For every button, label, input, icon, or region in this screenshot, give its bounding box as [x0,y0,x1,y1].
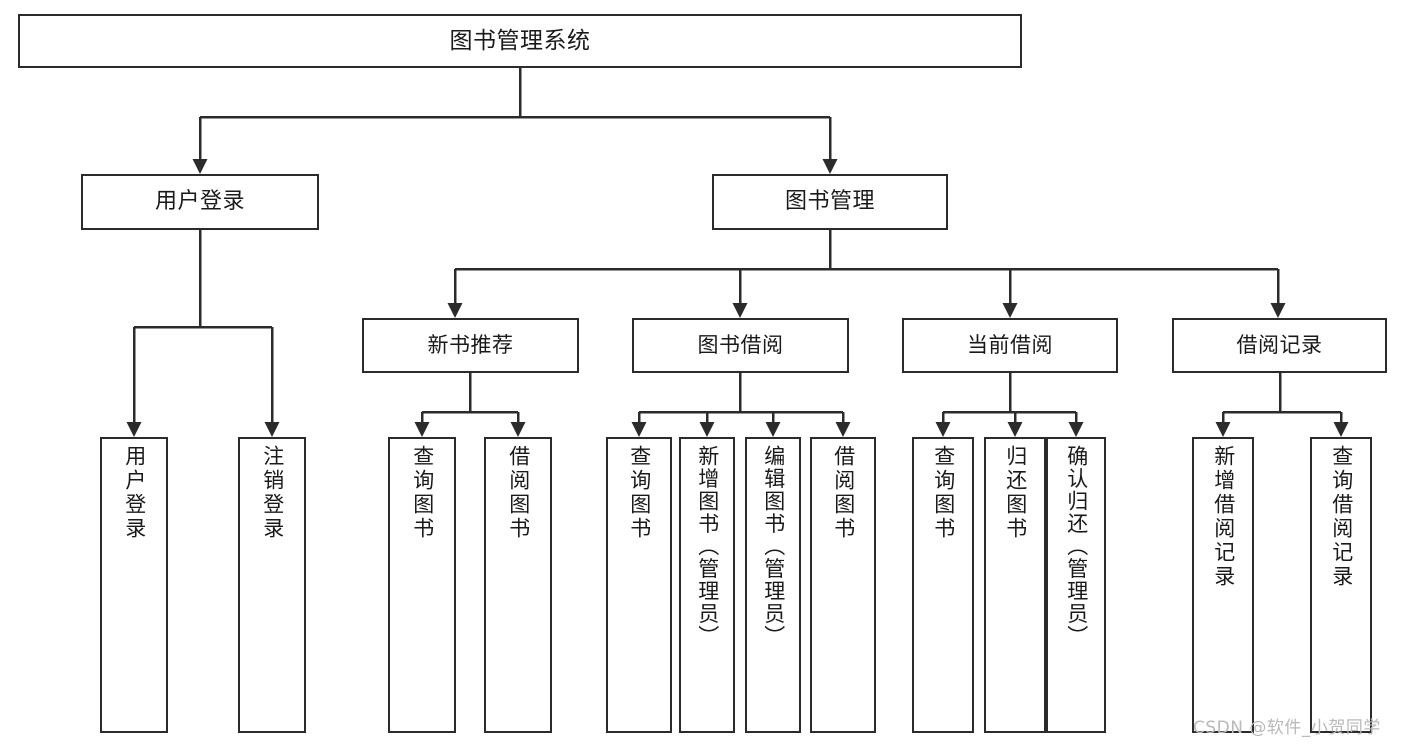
leaf-node-return-book[interactable]: 归还图书 [984,437,1046,733]
node-borrowing-record[interactable]: 借阅记录 [1172,318,1387,373]
node-label: 查询图书 [410,445,435,541]
leaf-node-edit-book-admin[interactable]: 编辑图书（管理员） [745,437,801,733]
node-label: 图书管理 [784,189,875,215]
node-label: 新增借阅记录 [1211,445,1236,589]
leaf-node-query-book-rec[interactable]: 查询图书 [388,437,456,733]
node-label: 查询借阅记录 [1329,445,1354,589]
node-label: 借阅记录 [1236,333,1323,358]
node-book-management[interactable]: 图书管理 [712,174,948,230]
leaf-node-add-borrow-record[interactable]: 新增借阅记录 [1192,437,1254,733]
node-label: 注销登录 [260,445,285,541]
leaf-node-borrow-book[interactable]: 借阅图书 [810,437,876,733]
leaf-node-user-logout[interactable]: 注销登录 [238,437,306,733]
node-label: 查询图书 [627,445,652,541]
node-label: 新书推荐 [427,333,514,358]
node-label: 用户登录 [122,445,147,541]
node-label: 借阅图书 [831,445,856,541]
node-label: 图书管理系统 [449,27,591,54]
csdn-watermark: CSDN @软件_小贺同学 [1193,718,1381,738]
node-book-borrowing[interactable]: 图书借阅 [632,318,849,373]
node-book-management-system[interactable]: 图书管理系统 [18,14,1022,68]
node-label: 编辑图书（管理员） [761,445,786,648]
leaf-node-query-book-borrow[interactable]: 查询图书 [606,437,672,733]
node-label: 用户登录 [154,189,245,215]
node-label: 新增图书（管理员） [695,445,720,648]
node-label: 查询图书 [931,445,956,541]
leaf-node-user-login[interactable]: 用户登录 [100,437,168,733]
node-label: 确认归还（管理员） [1064,445,1089,648]
node-current-borrowing[interactable]: 当前借阅 [902,318,1118,373]
leaf-node-query-book-current[interactable]: 查询图书 [912,437,974,733]
node-label: 图书借阅 [697,333,784,358]
node-label: 当前借阅 [967,333,1053,358]
leaf-node-query-borrow-record[interactable]: 查询借阅记录 [1310,437,1372,733]
leaf-node-borrow-book-rec[interactable]: 借阅图书 [484,437,552,733]
leaf-node-add-book-admin[interactable]: 新增图书（管理员） [679,437,735,733]
node-new-book-recommendation[interactable]: 新书推荐 [362,318,579,373]
node-label: 归还图书 [1003,445,1028,541]
node-user-login[interactable]: 用户登录 [81,174,319,230]
leaf-node-confirm-return-admin[interactable]: 确认归还（管理员） [1046,437,1106,733]
node-label: 借阅图书 [506,445,531,541]
